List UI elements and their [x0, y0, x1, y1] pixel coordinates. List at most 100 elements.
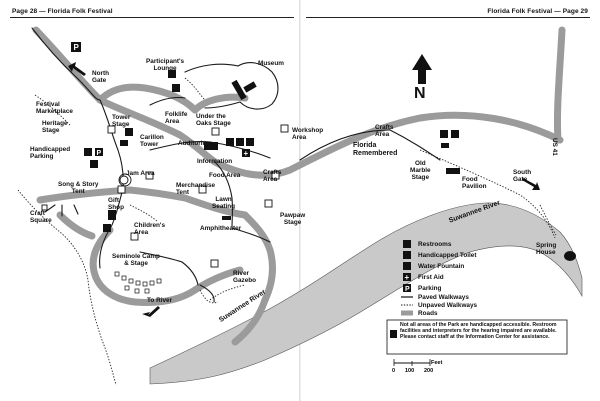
- legend-parking-icon: [403, 284, 411, 292]
- label-heritage-stage: Heritage Stage: [42, 120, 68, 134]
- label-north-gate: North Gate: [92, 70, 110, 84]
- label-crafts-area-mid: Crafts Area: [263, 169, 282, 183]
- auditorium-building: [204, 142, 218, 150]
- label-tower-stage: Tower Stage: [112, 114, 131, 128]
- label-jam-area: Jam Area: [126, 170, 155, 177]
- label-lawn-seating: Lawn Seating: [212, 196, 236, 210]
- restroom-icon-tower: [125, 128, 133, 136]
- label-craft-square: Craft Square: [30, 210, 52, 224]
- crafts-area-marker: [271, 171, 280, 180]
- under-oaks-stage-marker: [211, 127, 220, 136]
- label-seminole-camp: Seminole Camp & Stage: [112, 253, 160, 267]
- label-amphitheater: Amphitheater: [200, 225, 242, 232]
- header-rule-left: [10, 17, 294, 18]
- legend-handicapped-icon: [403, 251, 411, 259]
- restroom-icon-handicapped: [90, 160, 98, 168]
- carillon-tower-marker: [119, 175, 129, 185]
- legend-restrooms: Restrooms: [418, 241, 452, 248]
- svg-text:100: 100: [405, 368, 414, 374]
- gate-arrows: [68, 62, 540, 318]
- north-arrow-icon: [412, 54, 432, 84]
- restroom-icon-aud2: [246, 138, 254, 146]
- label-handicapped-parking: Handicapped Parking: [30, 146, 71, 160]
- suwannee-river: [149, 202, 583, 385]
- roads: [32, 26, 566, 346]
- to-river-arrow-icon: [142, 306, 160, 318]
- compass-n: N: [414, 85, 426, 102]
- handicapped-icon-aud: [236, 138, 244, 146]
- label-participants-lounge: Participant's Lounge: [146, 58, 185, 72]
- notice-box: [386, 319, 568, 355]
- tower-stage-building: [120, 140, 128, 146]
- page-spine: [299, 0, 301, 401]
- label-workshop-area: Workshop Area: [292, 127, 324, 141]
- parking-icon-north: P: [71, 42, 81, 52]
- parking-icon-handicapped: P: [95, 148, 103, 157]
- label-song-story-tent: Song & Story Tent: [58, 181, 99, 195]
- label-food-pavilion: Food Pavilion: [462, 176, 487, 190]
- label-florida-remembered: Florida Remembered: [353, 142, 398, 157]
- label-river-gazebo: River Gazebo: [233, 270, 257, 284]
- svg-text:Feet: Feet: [431, 360, 442, 366]
- legend-first-aid: First Aid: [418, 274, 444, 281]
- label-information: Information: [197, 158, 233, 165]
- label-folklife-area: Folklife Area: [165, 111, 188, 125]
- label-us41: US 41: [551, 138, 558, 156]
- svg-text:200: 200: [424, 368, 433, 374]
- spring-house-building: [564, 251, 576, 261]
- jam-area-marker: [145, 171, 154, 180]
- legend-parking: Parking: [418, 285, 442, 292]
- service-icons: P + P: [71, 42, 459, 232]
- song-story-tent-marker: [117, 185, 126, 194]
- legend-firstaid-icon: [403, 273, 411, 281]
- craft-square-marker: [41, 204, 48, 211]
- label-old-marble-stage: Old Marble Stage: [410, 160, 431, 181]
- museum-wing: [243, 81, 257, 93]
- river-gazebo-marker: [210, 259, 219, 268]
- label-under-oaks-stage: Under the Oaks Stage: [196, 113, 231, 127]
- svg-text:+: +: [244, 149, 249, 158]
- label-carillon-tower: Carillon Tower: [140, 134, 164, 148]
- label-pawpaw-stage: Pawpaw Stage: [280, 212, 306, 226]
- svg-text:P: P: [74, 43, 80, 52]
- label-festival-marketplace: Festival Marketplace: [36, 101, 73, 115]
- svg-text:P: P: [97, 150, 102, 157]
- legend-water-icon: [403, 262, 411, 270]
- svg-text:0: 0: [392, 368, 395, 374]
- gift-shop-building: [108, 210, 116, 220]
- handicapped-icon-parking: [84, 148, 92, 156]
- first-aid-icon-aud: +: [242, 149, 250, 158]
- label-south-gate: South Gate: [513, 169, 532, 183]
- restroom-icon-crafts: [440, 130, 448, 138]
- museum-building: [231, 79, 247, 101]
- legend-restroom-icon: [403, 240, 411, 248]
- accessibility-notice: Not all areas of the Park are handicappe…: [400, 322, 557, 341]
- label-food-area: Food Area: [209, 172, 241, 179]
- food-pavilion-building: [446, 168, 460, 174]
- north-gate-arrow-icon: [68, 62, 86, 76]
- label-gift-shop: Gift Shop: [108, 197, 124, 211]
- pawpaw-stage-marker: [264, 199, 273, 208]
- legend-handicapped-toilet: Handicapped Toilet: [418, 252, 477, 259]
- notice-handicapped-icon: [390, 330, 397, 338]
- south-gate-arrow-icon: [522, 178, 540, 190]
- jam-ring-marker: [118, 173, 132, 187]
- childrens-area-marker: [130, 232, 139, 241]
- svg-text:P: P: [405, 286, 410, 293]
- svg-text:+: +: [405, 273, 410, 282]
- label-merchandise-tent: Merchandise Tent: [176, 182, 216, 196]
- unpaved-walkways: [17, 77, 557, 386]
- restroom-icon-aud: [226, 138, 234, 146]
- page-header-left: Page 28 — Florida Folk Festival: [12, 8, 113, 15]
- page-header-right: Florida Folk Festival — Page 29: [487, 8, 588, 15]
- label-museum: Museum: [258, 60, 284, 67]
- merchandise-tent-marker: [198, 185, 207, 194]
- handicapped-icon-giftshop: [103, 224, 111, 232]
- header-rule-right: [306, 17, 590, 18]
- label-childrens-area: Children's Area: [134, 222, 165, 236]
- legend-unpaved-walkways: Unpaved Walkways: [418, 302, 478, 309]
- restroom-icon-lounge: [168, 70, 176, 78]
- seminole-camp-huts: [114, 271, 162, 294]
